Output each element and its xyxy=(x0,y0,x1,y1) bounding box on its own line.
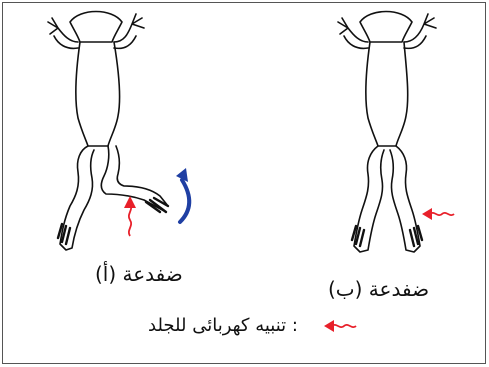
legend-text: : تنبيه كهربائى للجلد xyxy=(148,315,298,336)
frog-a xyxy=(48,12,168,251)
red-wavy-arrow-icon xyxy=(422,208,454,220)
frog-a-right-foot xyxy=(146,198,168,212)
frog-a-left-arm xyxy=(48,18,78,48)
frog-a-body xyxy=(76,42,120,146)
legend: : تنبيه كهربائى للجلد xyxy=(148,315,298,336)
legend-red-wavy-arrow-icon xyxy=(324,320,356,332)
frog-b-body xyxy=(366,42,408,146)
frog-b-head xyxy=(360,12,412,43)
red-wavy-arrow-icon xyxy=(124,196,136,236)
frog-b-label: ضفدعة (ب) xyxy=(328,277,429,301)
blue-curved-arrow-icon xyxy=(176,168,189,222)
frog-a-right-leg xyxy=(101,146,168,212)
frog-b xyxy=(338,12,436,253)
frog-b-left-arm xyxy=(338,18,368,48)
frog-a-label: ضفدعة (أ) xyxy=(95,262,183,286)
frog-a-head xyxy=(70,12,122,43)
